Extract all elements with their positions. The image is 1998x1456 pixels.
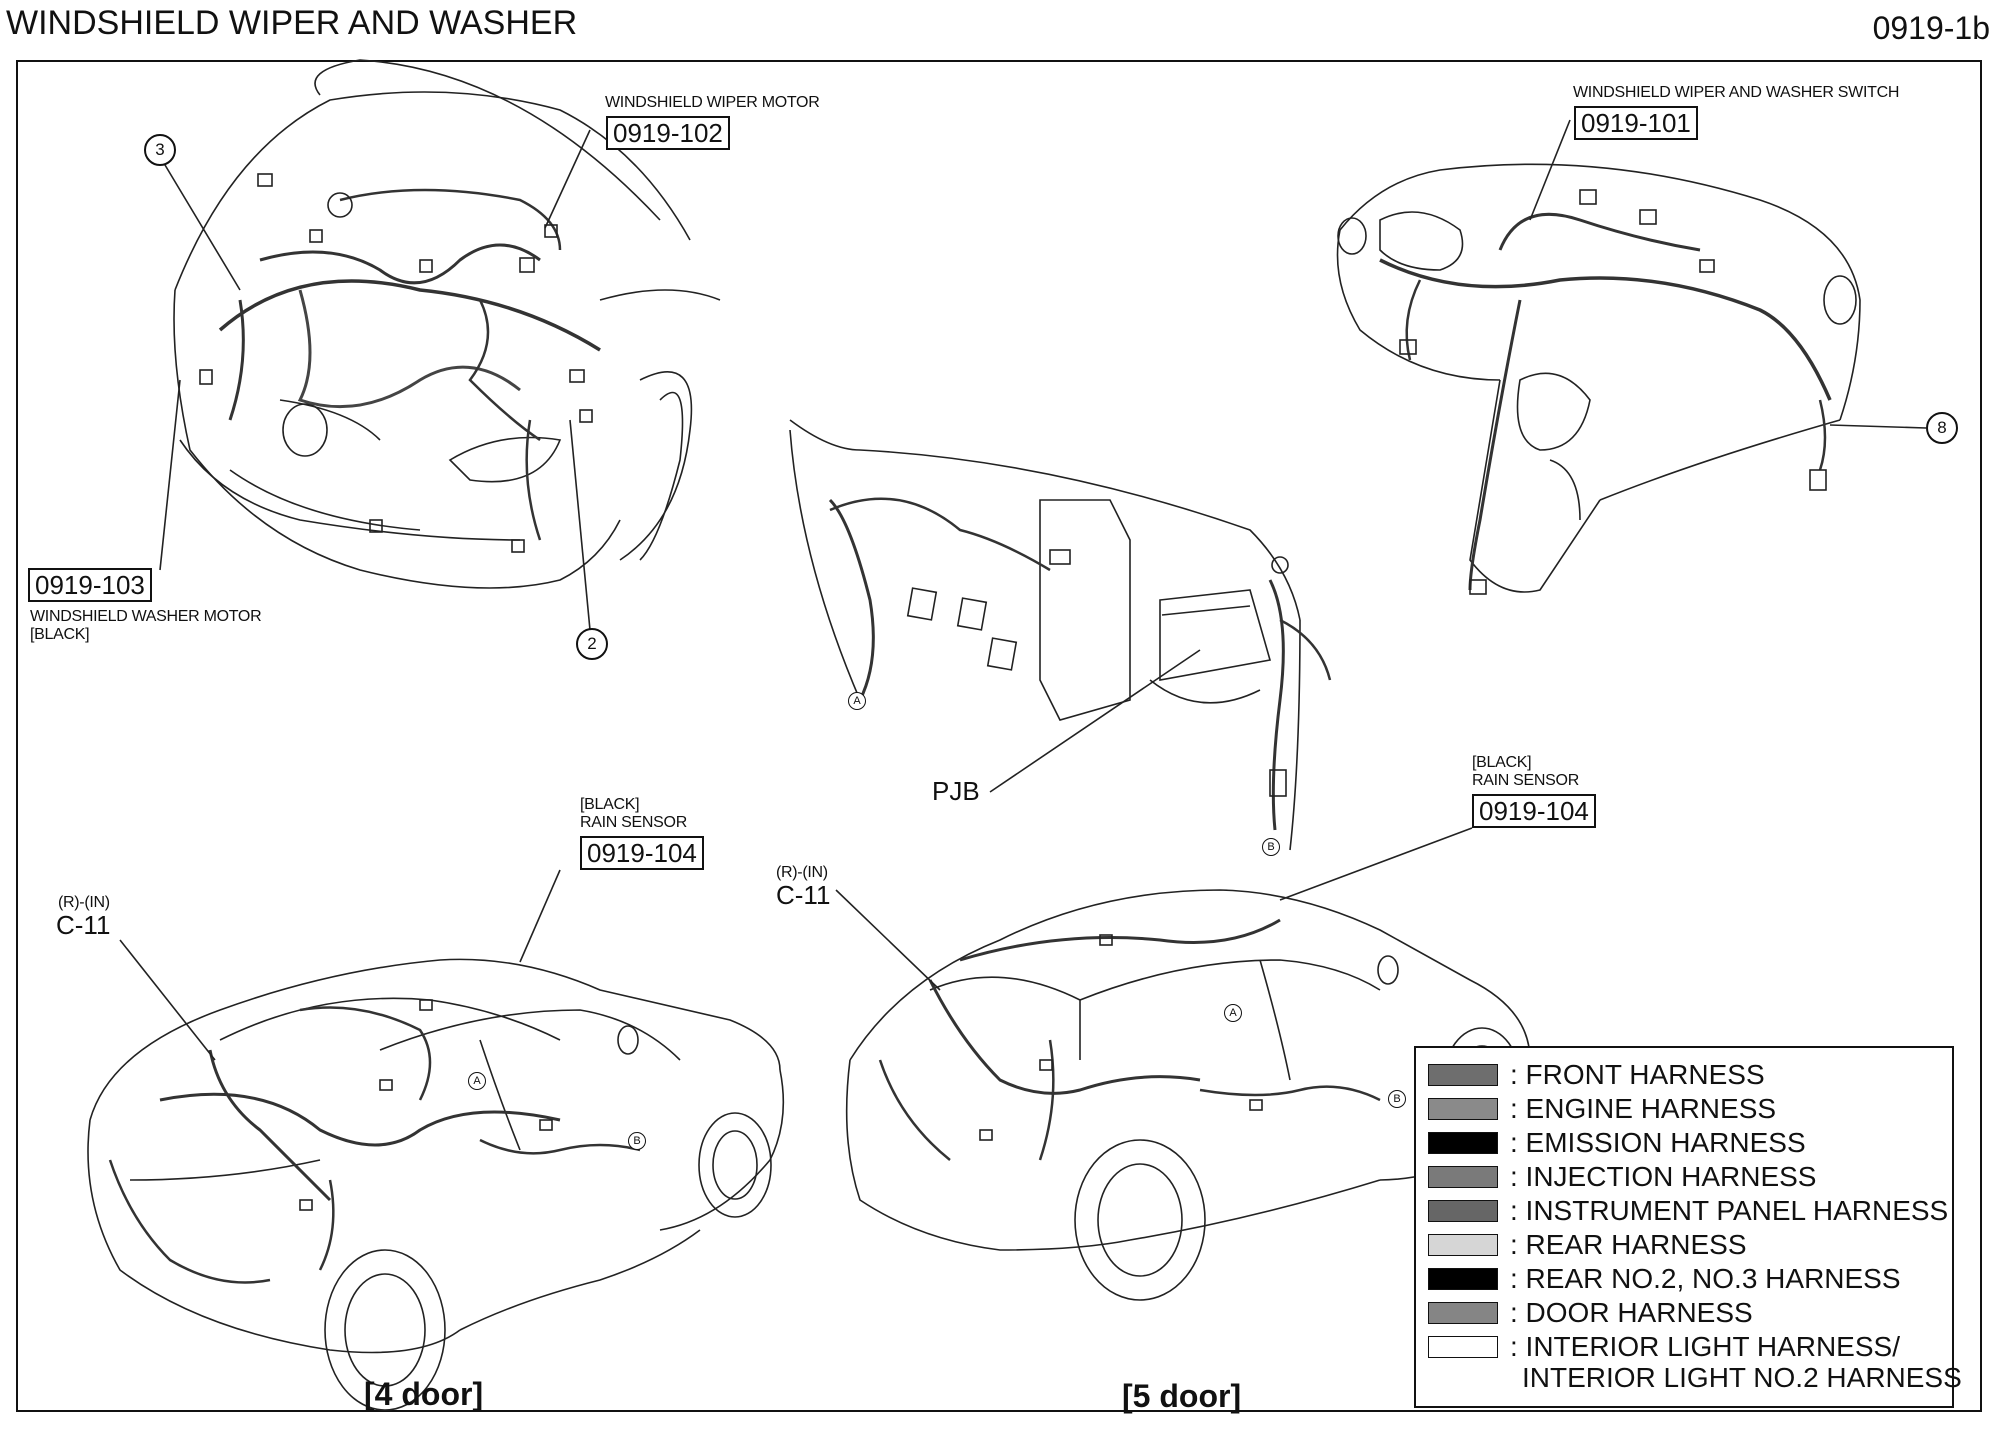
callout-2: 2 xyxy=(576,628,608,660)
legend-label: : INSTRUMENT PANEL HARNESS xyxy=(1510,1195,1949,1226)
marker-b-4door: B xyxy=(628,1132,646,1150)
five-door-sensor-code: 0919-104 xyxy=(1472,794,1596,828)
page-title: WINDSHIELD WIPER AND WASHER xyxy=(6,4,578,42)
legend-swatch xyxy=(1428,1234,1498,1256)
legend-label: : EMISSION HARNESS xyxy=(1510,1127,1806,1158)
legend-label: : FRONT HARNESS xyxy=(1510,1059,1765,1090)
wiper-motor-code: 0919-102 xyxy=(606,116,730,150)
wiper-motor-label: WINDSHIELD WIPER MOTOR xyxy=(605,94,820,111)
four-door-car-drawing xyxy=(87,958,785,1411)
five-door-sensor-color: [BLACK] xyxy=(1472,754,1532,771)
legend-item: : INSTRUMENT PANEL HARNESS xyxy=(1428,1196,1948,1226)
engine-bay-drawing xyxy=(173,59,721,589)
four-door-sensor-code: 0919-104 xyxy=(580,836,704,870)
five-door-caption: [5 door] xyxy=(1122,1378,1242,1414)
switch-code: 0919-101 xyxy=(1574,106,1698,140)
legend-item: : DOOR HARNESS xyxy=(1428,1298,1753,1328)
four-door-sensor-label: RAIN SENSOR xyxy=(580,814,687,831)
legend-item: : INTERIOR LIGHT HARNESS/ xyxy=(1428,1332,1900,1362)
callout-8: 8 xyxy=(1926,412,1958,444)
five-door-connector-note: (R)-(IN) xyxy=(776,864,828,881)
page-code: 0919-1b xyxy=(1872,10,1990,46)
washer-motor-color: [BLACK] xyxy=(30,626,90,643)
legend-swatch xyxy=(1428,1166,1498,1188)
legend-label: : INJECTION HARNESS xyxy=(1510,1161,1817,1192)
legend-label: : REAR HARNESS xyxy=(1510,1229,1747,1260)
washer-motor-code: 0919-103 xyxy=(28,568,152,602)
legend-swatch xyxy=(1428,1132,1498,1154)
legend-swatch xyxy=(1428,1268,1498,1290)
five-door-sensor-label: RAIN SENSOR xyxy=(1472,772,1579,789)
legend-swatch xyxy=(1428,1098,1498,1120)
legend-item: : INJECTION HARNESS xyxy=(1428,1162,1816,1192)
legend-item: : FRONT HARNESS xyxy=(1428,1060,1765,1090)
legend-swatch xyxy=(1428,1064,1498,1086)
legend-swatch xyxy=(1428,1200,1498,1222)
marker-a-5door: A xyxy=(1224,1004,1242,1022)
legend-label: : INTERIOR LIGHT HARNESS/ xyxy=(1510,1331,1900,1362)
legend-label: : REAR NO.2, NO.3 HARNESS xyxy=(1510,1263,1901,1294)
pjb-label: PJB xyxy=(932,776,980,806)
switch-label: WINDSHIELD WIPER AND WASHER SWITCH xyxy=(1573,84,1900,101)
legend-item: : REAR NO.2, NO.3 HARNESS xyxy=(1428,1264,1901,1294)
legend-swatch xyxy=(1428,1336,1498,1358)
marker-a-4door: A xyxy=(468,1072,486,1090)
four-door-sensor-color: [BLACK] xyxy=(580,796,640,813)
legend-swatch xyxy=(1428,1302,1498,1324)
legend-item: : EMISSION HARNESS xyxy=(1428,1128,1806,1158)
marker-b-pjb: B xyxy=(1262,838,1280,856)
pjb-area-drawing xyxy=(789,419,1332,851)
legend-label: : ENGINE HARNESS xyxy=(1510,1093,1777,1124)
four-door-connector-code: C-11 xyxy=(56,910,111,940)
dashboard-drawing xyxy=(1336,163,1861,595)
washer-motor-label: WINDSHIELD WASHER MOTOR xyxy=(30,608,262,625)
marker-a-pjb: A xyxy=(848,692,866,710)
legend-item: : ENGINE HARNESS xyxy=(1428,1094,1776,1124)
legend-label: : DOOR HARNESS xyxy=(1510,1297,1753,1328)
five-door-connector-code: C-11 xyxy=(776,880,831,910)
legend-label-continued: INTERIOR LIGHT NO.2 HARNESS xyxy=(1522,1362,1962,1393)
four-door-caption: [4 door] xyxy=(364,1376,484,1412)
marker-b-5door: B xyxy=(1388,1090,1406,1108)
callout-3: 3 xyxy=(144,134,176,166)
diagram-frame xyxy=(16,60,1982,1412)
legend-item: : REAR HARNESS xyxy=(1428,1230,1747,1260)
four-door-connector-note: (R)-(IN) xyxy=(58,894,110,911)
harness-legend: : FRONT HARNESS : ENGINE HARNESS : EMISS… xyxy=(1414,1046,1962,1408)
